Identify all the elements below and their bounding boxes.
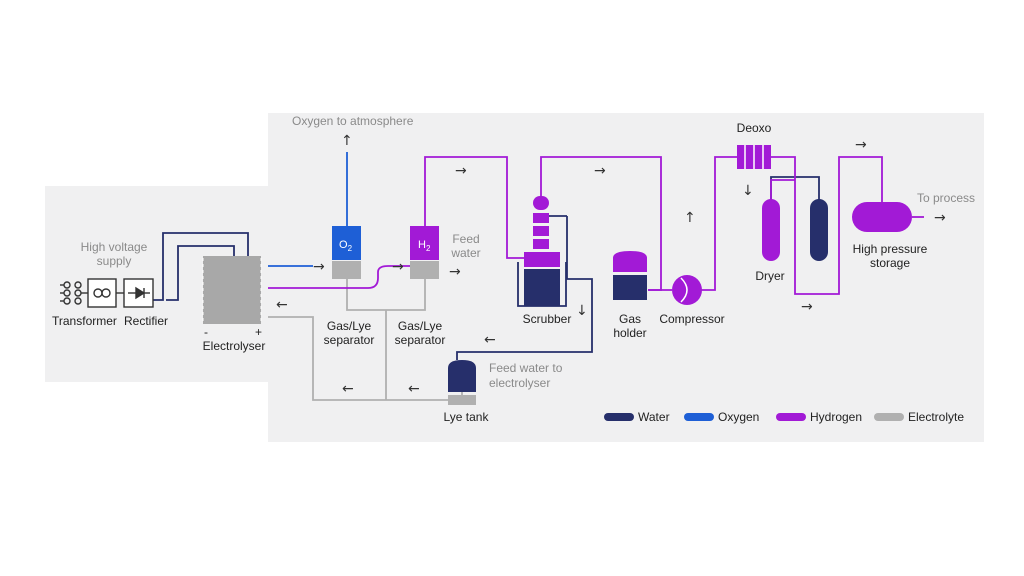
legend-swatch-water [604,413,634,421]
arrow-right-icon: → [855,137,867,153]
gas-lye-separator-o2-label: Gas/Lye [327,319,372,333]
compressor-label: Compressor [659,312,724,326]
deoxo [737,145,771,169]
arrow-right-icon: → [313,259,325,275]
h2-separator [410,226,439,279]
arrow-down-icon: ↓ [576,303,588,319]
legend: Water Oxygen Hydrogen Electrolyte [604,410,964,424]
feed-water-to-electrolyser-label: Feed water to [489,361,563,375]
legend-label-water: Water [638,410,670,424]
hydrogen-pipes [268,156,924,295]
compressor [672,275,702,305]
gas-holder-label-2: holder [613,326,646,340]
legend-swatch-oxygen [684,413,714,421]
high-voltage-label: High voltage [81,240,148,254]
gas-holder-label: Gas [619,312,641,326]
high-voltage-label-2: supply [97,254,132,268]
arrow-left-icon: ← [484,332,496,348]
arrow-up-icon: ↑ [684,210,696,226]
arrow-up-icon: ↑ [341,133,353,149]
electrolyser-label: Electrolyser [203,339,266,353]
o2-label: O2 [339,239,353,253]
arrow-left-icon: ← [408,381,420,397]
scrubber [517,196,567,307]
gas-lye-separator-h2-label-2: separator [395,333,446,347]
rectifier-icon [123,278,154,308]
arrow-right-icon: → [455,163,467,179]
o2-separator [332,226,361,279]
arrow-right-icon: → [801,299,813,315]
arrow-right-icon: → [392,259,404,275]
oxygen-to-atmosphere-label: Oxygen to atmosphere [292,114,414,128]
legend-label-hydrogen: Hydrogen [810,410,862,424]
legend-swatch-electrolyte [874,413,904,421]
arrow-left-icon: ← [276,297,288,313]
hp-storage [852,202,912,232]
legend-label-electrolyte: Electrolyte [908,410,964,424]
lye-tank-label: Lye tank [444,410,490,424]
arrow-left-icon: ← [342,381,354,397]
feed-water-to-electrolyser-label-2: electrolyser [489,376,550,390]
arrow-right-icon: → [449,264,461,280]
legend-swatch-hydrogen [776,413,806,421]
hp-storage-label: High pressure [853,242,928,256]
electrolyser [202,256,262,324]
rectifier-label: Rectifier [124,314,168,328]
dryer-label: Dryer [755,269,784,283]
scrubber-label: Scrubber [523,312,572,326]
feed-water-label-2: water [450,246,480,260]
deoxo-label: Deoxo [737,121,772,135]
gas-lye-separator-h2-label: Gas/Lye [398,319,443,333]
arrow-right-icon: → [594,163,606,179]
h2-label: H2 [418,239,431,253]
dryer [762,199,828,261]
lye-tank [448,360,476,405]
transformer-label: Transformer [52,314,117,328]
arrow-right-icon: → [934,210,946,226]
flow-arrows: ↑ → → → → → ↓ ← ← ← ← ↑ ↓ → → → [276,133,946,397]
electrolyser-minus: - [204,325,208,339]
transformer-icon [60,278,124,308]
gas-lye-separator-o2-label-2: separator [324,333,375,347]
hp-storage-label-2: storage [870,256,910,270]
gas-holder [613,251,647,300]
to-process-label: To process [917,191,975,205]
feed-water-label: Feed [452,232,479,246]
oxygen-pipes [268,152,348,267]
arrow-down-icon: ↓ [742,183,754,199]
electrolyser-plus: + [255,325,262,339]
legend-label-oxygen: Oxygen [718,410,759,424]
